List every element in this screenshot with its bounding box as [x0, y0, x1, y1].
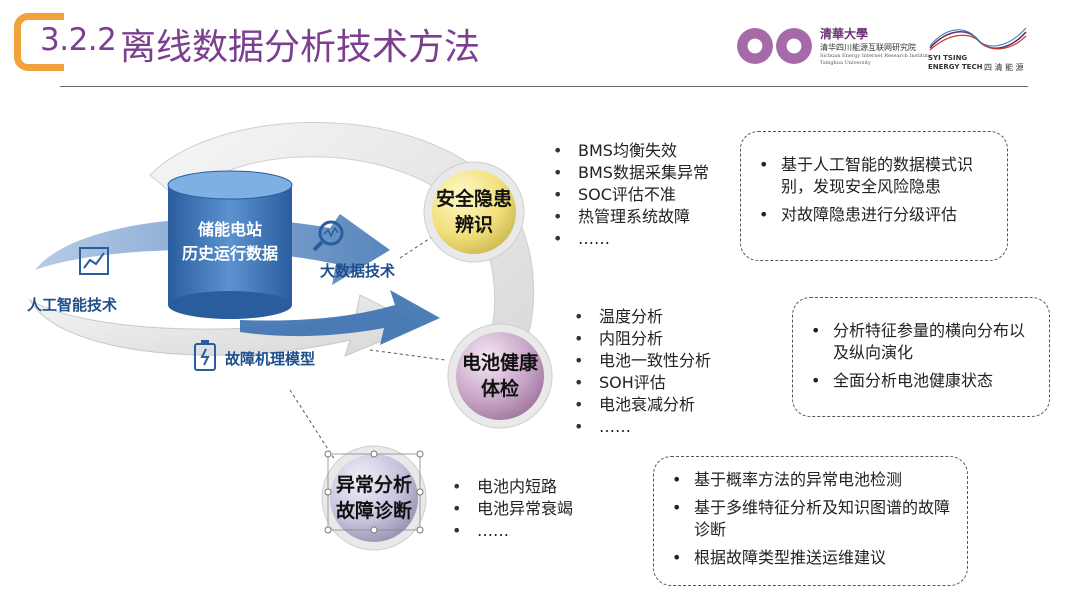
syi-name-text: SYI TSING: [928, 54, 968, 62]
data-cylinder-bottom: [168, 291, 292, 319]
syi-sub-cn-text: 四 清 能 源: [984, 63, 1024, 72]
section-number: 3.2.2: [40, 22, 117, 58]
safety-notes-box: 基于人工智能的数据模式识别，发现安全风险隐患 对故障隐患进行分级评估: [740, 131, 1008, 261]
tsinghua-seal-logo: [737, 28, 773, 64]
fault-notes-box: 基于概率方法的异常电池检测 基于多维特征分析及知识图谱的故障诊断 根据故障类型推…: [653, 456, 968, 586]
connector-2: [369, 349, 446, 361]
fault-model-label: 故障机理模型: [225, 350, 316, 368]
note-item: 基于人工智能的数据模式识别，发现安全风险隐患: [759, 154, 991, 198]
list-item: BMS均衡失效: [553, 140, 709, 162]
list-item: 温度分析: [574, 306, 711, 328]
title-bracket-decoration: [14, 13, 64, 71]
syi-sub-en-text: ENERGY TECH: [928, 63, 983, 71]
note-item: 基于多维特征分析及知识图谱的故障诊断: [672, 497, 953, 541]
bubble-health-label: 电池健康 体检: [461, 352, 538, 400]
syi-wave-logo: [929, 27, 1027, 51]
list-item: 电池异常衰竭: [452, 498, 573, 520]
bubble-fault-fill: [330, 454, 418, 542]
ai-label: 人工智能技术: [27, 296, 118, 314]
cylinder-label: 储能电站 历史运行数据: [181, 220, 278, 263]
magnifier-icon: [312, 220, 344, 252]
list-item: 电池衰减分析: [574, 394, 711, 416]
safety-list: BMS均衡失效 BMS数据采集异常 SOC评估不准 热管理系统故障 ……: [553, 140, 709, 250]
fault-list: 电池内短路 电池异常衰竭 ……: [452, 476, 573, 542]
list-item: 热管理系统故障: [553, 206, 709, 228]
list-item: 电池内短路: [452, 476, 573, 498]
data-cylinder-body: [168, 185, 292, 305]
list-item: BMS数据采集异常: [553, 162, 709, 184]
list-item: ……: [452, 520, 573, 542]
list-item: ……: [574, 416, 711, 438]
connector-3: [289, 389, 336, 461]
list-item: ……: [553, 228, 709, 250]
note-item: 对故障隐患进行分级评估: [759, 204, 991, 226]
title-divider: [60, 86, 1028, 87]
list-item: SOH评估: [574, 372, 711, 394]
battery-icon: [194, 340, 216, 371]
note-item: 根据故障类型推送运维建议: [672, 547, 953, 569]
institute-en-text: Sichuan Energy Internet Research Institu…: [820, 53, 932, 59]
note-item: 基于概率方法的异常电池检测: [672, 469, 953, 491]
list-item: 内阻分析: [574, 328, 711, 350]
institute-cn-text: 清华四川能源互联网研究院: [820, 43, 916, 52]
line-chart-icon: [79, 247, 109, 275]
page-title: 离线数据分析技术方法: [120, 27, 481, 68]
bubble-safety-fill: [432, 170, 516, 254]
list-item: 电池一致性分析: [574, 350, 711, 372]
data-cylinder-top: [167, 170, 293, 200]
university-en-text: Tsinghua University: [820, 60, 871, 66]
note-item: 全面分析电池健康状态: [811, 370, 1035, 392]
list-item: SOC评估不准: [553, 184, 709, 206]
health-list: 温度分析 内阻分析 电池一致性分析 SOH评估 电池衰减分析 ……: [574, 306, 711, 438]
lower-blue-arrow: [240, 290, 440, 345]
bubble-fault-label: 异常分析 故障诊断: [335, 474, 412, 522]
institute-seal-logo: [776, 28, 812, 64]
bubble-health-fill: [456, 332, 544, 420]
bubble-safety-label: 安全隐患 辨识: [435, 188, 512, 236]
tsinghua-name-logo: 清華大學: [820, 27, 869, 41]
health-notes-box: 分析特征参量的横向分布以及纵向演化 全面分析电池健康状态: [792, 297, 1050, 417]
note-item: 分析特征参量的横向分布以及纵向演化: [811, 320, 1035, 364]
big-data-label: 大数据技术: [320, 262, 396, 280]
